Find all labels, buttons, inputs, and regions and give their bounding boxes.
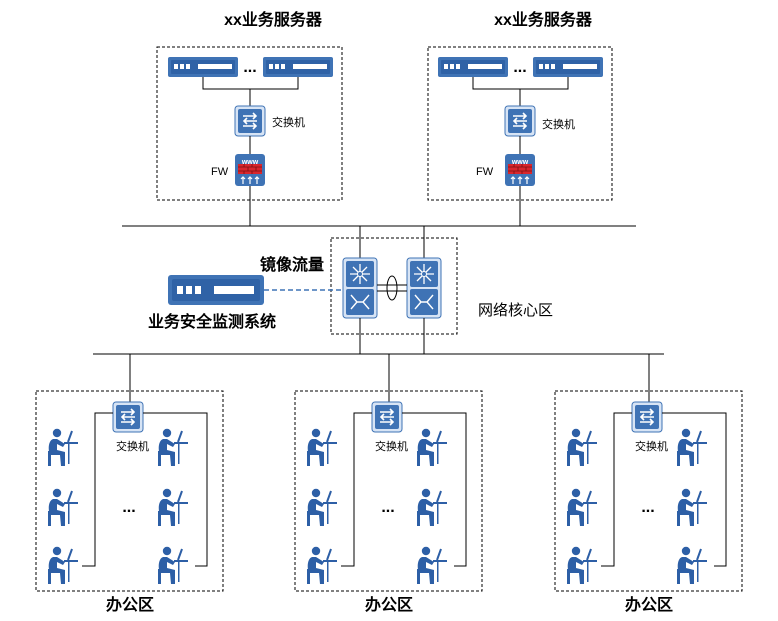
user-workstation-icon (306, 545, 338, 585)
office-access-link (143, 412, 208, 567)
user-workstation-icon (306, 487, 338, 527)
office-zone: 交换机... 办公区 (35, 354, 224, 614)
user-workstation-icon (47, 427, 79, 467)
server-ellipsis: ... (513, 59, 526, 76)
office-ellipsis: ... (641, 499, 654, 516)
user-workstation-icon (157, 427, 189, 467)
server-icon (533, 57, 603, 77)
user-workstation-icon (676, 545, 708, 585)
user-workstation-icon (566, 545, 598, 585)
switch-icon (234, 105, 266, 137)
server-icon (263, 57, 333, 77)
core-switch-icon (342, 257, 378, 319)
core-area-box (330, 237, 458, 335)
user-workstation-icon (676, 427, 708, 467)
office-ellipsis: ... (122, 499, 135, 516)
office-ellipsis: ... (381, 499, 394, 516)
user-workstation-icon (157, 545, 189, 585)
office-zone-box (294, 390, 483, 592)
switch-label: 交换机 (375, 439, 408, 453)
user-workstation-icon (416, 487, 448, 527)
server-icon (438, 57, 508, 77)
switch-label: 交换机 (635, 439, 668, 453)
user-workstation-icon (306, 427, 338, 467)
office-access-link (82, 412, 113, 567)
user-workstation-icon (676, 487, 708, 527)
server-link (202, 77, 299, 106)
office-uplink (372, 354, 390, 406)
fw-label: FW (211, 166, 229, 178)
server-icon (168, 57, 238, 77)
link-aggregation-ring (386, 275, 398, 301)
fw-label: FW (476, 166, 494, 178)
office-zone-box (35, 390, 224, 592)
user-workstation-icon (47, 545, 79, 585)
core-area-label: 网络核心区 (478, 302, 553, 319)
office-title: 办公区 (365, 595, 413, 614)
office-zone-box (554, 390, 743, 592)
switch-icon (504, 105, 536, 137)
user-workstation-icon (416, 545, 448, 585)
office-zones: 交换机... 办公区 交换机... 办公区 交换机... 办公区 (35, 354, 743, 614)
server-ellipsis: ... (243, 59, 256, 76)
switch-icon (371, 401, 403, 433)
monitor-appliance-icon (168, 275, 264, 305)
monitor-label: 业务安全监测系统 (148, 312, 276, 331)
server-zone-right-title: xx业务服务器 (494, 10, 593, 29)
office-access-link (341, 412, 372, 567)
fw-icon-text: www (241, 159, 259, 166)
mirror-traffic-label: 镜像流量 (260, 255, 324, 274)
office-uplink (113, 354, 131, 406)
office-access-link (601, 412, 632, 567)
user-workstation-icon (416, 427, 448, 467)
office-access-link (402, 412, 467, 567)
server-link (472, 77, 569, 106)
switch-label: 交换机 (272, 115, 305, 129)
office-title: 办公区 (625, 595, 673, 614)
switch-icon (112, 401, 144, 433)
user-workstation-icon (566, 427, 598, 467)
office-uplink (632, 354, 650, 406)
office-zone: 交换机... 办公区 (294, 354, 483, 614)
server-zone-left-title: xx业务服务器 (224, 10, 323, 29)
switch-icon (631, 401, 663, 433)
core-switch-icon (406, 257, 442, 319)
office-title: 办公区 (106, 595, 154, 614)
fw-icon-text: www (511, 159, 529, 166)
office-access-link (662, 412, 727, 567)
user-workstation-icon (566, 487, 598, 527)
office-zone: 交换机... 办公区 (554, 354, 743, 614)
user-workstation-icon (157, 487, 189, 527)
server-zone-right-box (427, 46, 613, 201)
switch-label: 交换机 (542, 117, 575, 131)
switch-label: 交换机 (116, 439, 149, 453)
user-workstation-icon (47, 487, 79, 527)
